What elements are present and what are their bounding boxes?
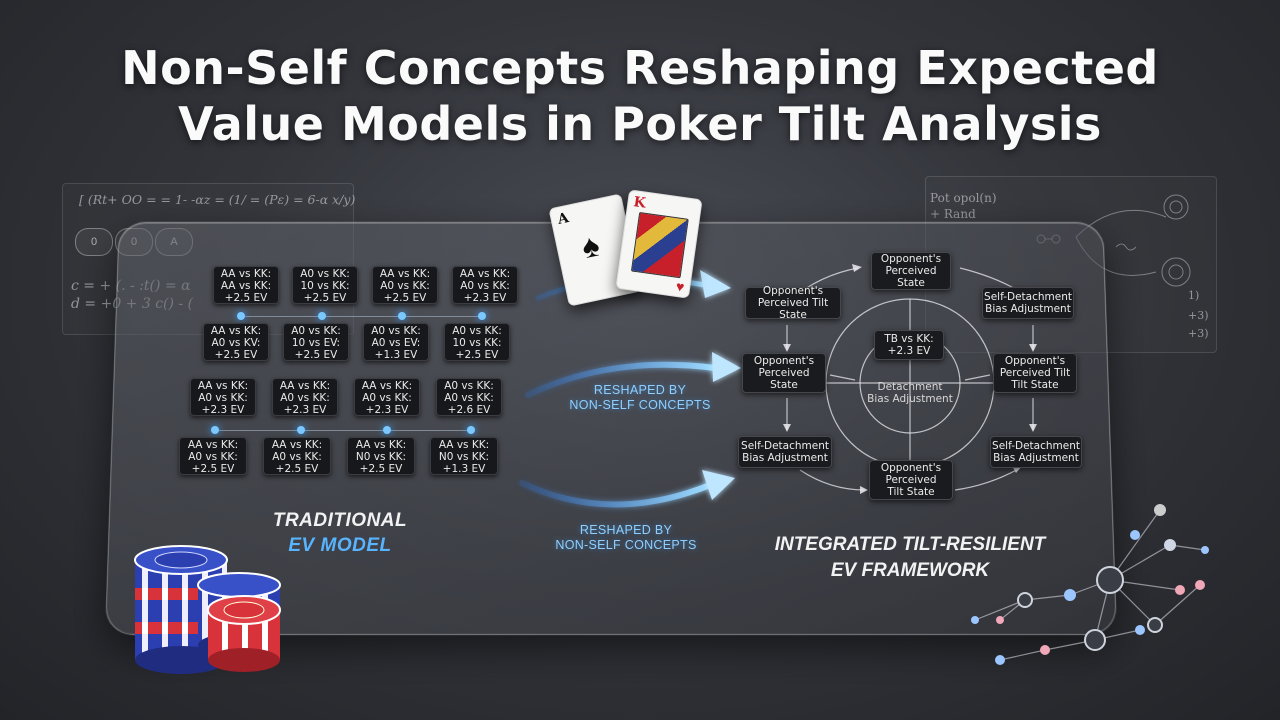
connector-dot	[398, 312, 406, 320]
formula-text: [ (Rt+ OO = = 1- -ɑz = (1/ = (Pɛ) = 6-ɑ …	[79, 192, 356, 207]
ev-cell: AA vs KK:N0 vs KK:+1.3 EV	[430, 437, 498, 475]
note-value: +3)	[1188, 327, 1209, 340]
note-value: +3)	[1188, 309, 1209, 322]
ev-cell: AA vs KK:N0 vs KK:+2.5 EV	[347, 437, 415, 475]
connector-dot	[478, 312, 486, 320]
ev-cell: AA vs KK:A0 vs KK:+2.3 EV	[354, 378, 420, 416]
ev-cell: A0 vs KK:10 vs EV:+2.5 EV	[283, 323, 349, 361]
ev-cell: A0 vs KK:A0 vs KK:+2.6 EV	[436, 378, 502, 416]
heart-icon: ♥	[674, 277, 686, 295]
ev-cell: AA vs KK:A0 vs KK:+2.5 EV	[372, 266, 438, 304]
ev-cell: AA vs KK:A0 vs KK:+2.5 EV	[179, 437, 247, 475]
reshape-caption-bottom: RESHAPED BY NON-SELF CONCEPTS	[536, 523, 716, 553]
ev-cell: A0 vs KK:A0 vs EV:+1.3 EV	[363, 323, 429, 361]
king-of-hearts-card: K ♥	[615, 189, 703, 299]
network-nodes-icon	[971, 504, 1209, 665]
center-bias-label: Detachment Bias Adjustment	[867, 381, 953, 405]
traditional-label-line-1: TRADITIONAL	[272, 510, 408, 531]
ev-cell: AA vs KK:A0 vs KV:+2.5 EV	[203, 323, 269, 361]
title-line-2: Value Models in Poker Tilt Analysis	[178, 97, 1102, 151]
ev-cell: AA vs KK:A0 vs KK:+2.5 EV	[263, 437, 331, 475]
reshape-text: NON-SELF CONCEPTS	[569, 398, 711, 412]
connector-dot	[211, 426, 219, 434]
ev-cell: AA vs KK:A0 vs KK:+2.3 EV	[272, 378, 338, 416]
connector-dot	[318, 312, 326, 320]
connector-dot	[467, 426, 475, 434]
ev-cell: AA vs KK:A0 vs KK:+2.3 EV	[452, 266, 518, 304]
connector-dot	[237, 312, 245, 320]
ev-cell: A0 vs KK:10 vs KK:+2.5 EV	[444, 323, 510, 361]
traditional-ev-label: TRADITIONAL EV MODEL	[230, 508, 450, 558]
reshape-caption-middle: RESHAPED BY NON-SELF CONCEPTS	[550, 383, 730, 413]
page-title: Non-Self Concepts Reshaping Expected Val…	[0, 40, 1280, 152]
poker-chips-icon	[134, 545, 281, 674]
ev-cell: AA vs KK:AA vs KK:+2.5 EV	[213, 266, 279, 304]
note-text: Pot opol(n)	[930, 191, 997, 205]
node-center-ev: TB vs KK:+2.3 EV	[874, 330, 944, 360]
framework-label-line-2: EV FRAMEWORK	[830, 560, 990, 581]
ev-cell: AA vs KK:A0 vs KK:+2.3 EV	[190, 378, 256, 416]
card-rank: K	[632, 194, 647, 212]
reshape-text: RESHAPED BY	[593, 383, 687, 397]
reshape-text: NON-SELF CONCEPTS	[555, 538, 697, 552]
reshape-text: RESHAPED BY	[579, 523, 673, 537]
note-value: 1)	[1188, 289, 1200, 302]
connector-dot	[383, 426, 391, 434]
title-line-1: Non-Self Concepts Reshaping Expected	[121, 41, 1159, 95]
note-text: + Rand	[930, 207, 976, 221]
ev-cell: A0 vs KK:10 vs KK:+2.5 EV	[292, 266, 358, 304]
framework-label-line-1: INTEGRATED TILT-RESILIENT	[774, 534, 1046, 555]
framework-label: INTEGRATED TILT-RESILIENT EV FRAMEWORK	[735, 532, 1085, 584]
connector-line	[240, 316, 485, 317]
connector-line	[214, 430, 474, 431]
card-rank: A	[556, 209, 571, 228]
connector-dot	[297, 426, 305, 434]
spade-icon: ♠	[578, 226, 603, 266]
traditional-label-line-2: EV MODEL	[288, 535, 392, 556]
bg-pill-1: 0	[75, 228, 113, 256]
king-face-icon	[630, 211, 689, 279]
